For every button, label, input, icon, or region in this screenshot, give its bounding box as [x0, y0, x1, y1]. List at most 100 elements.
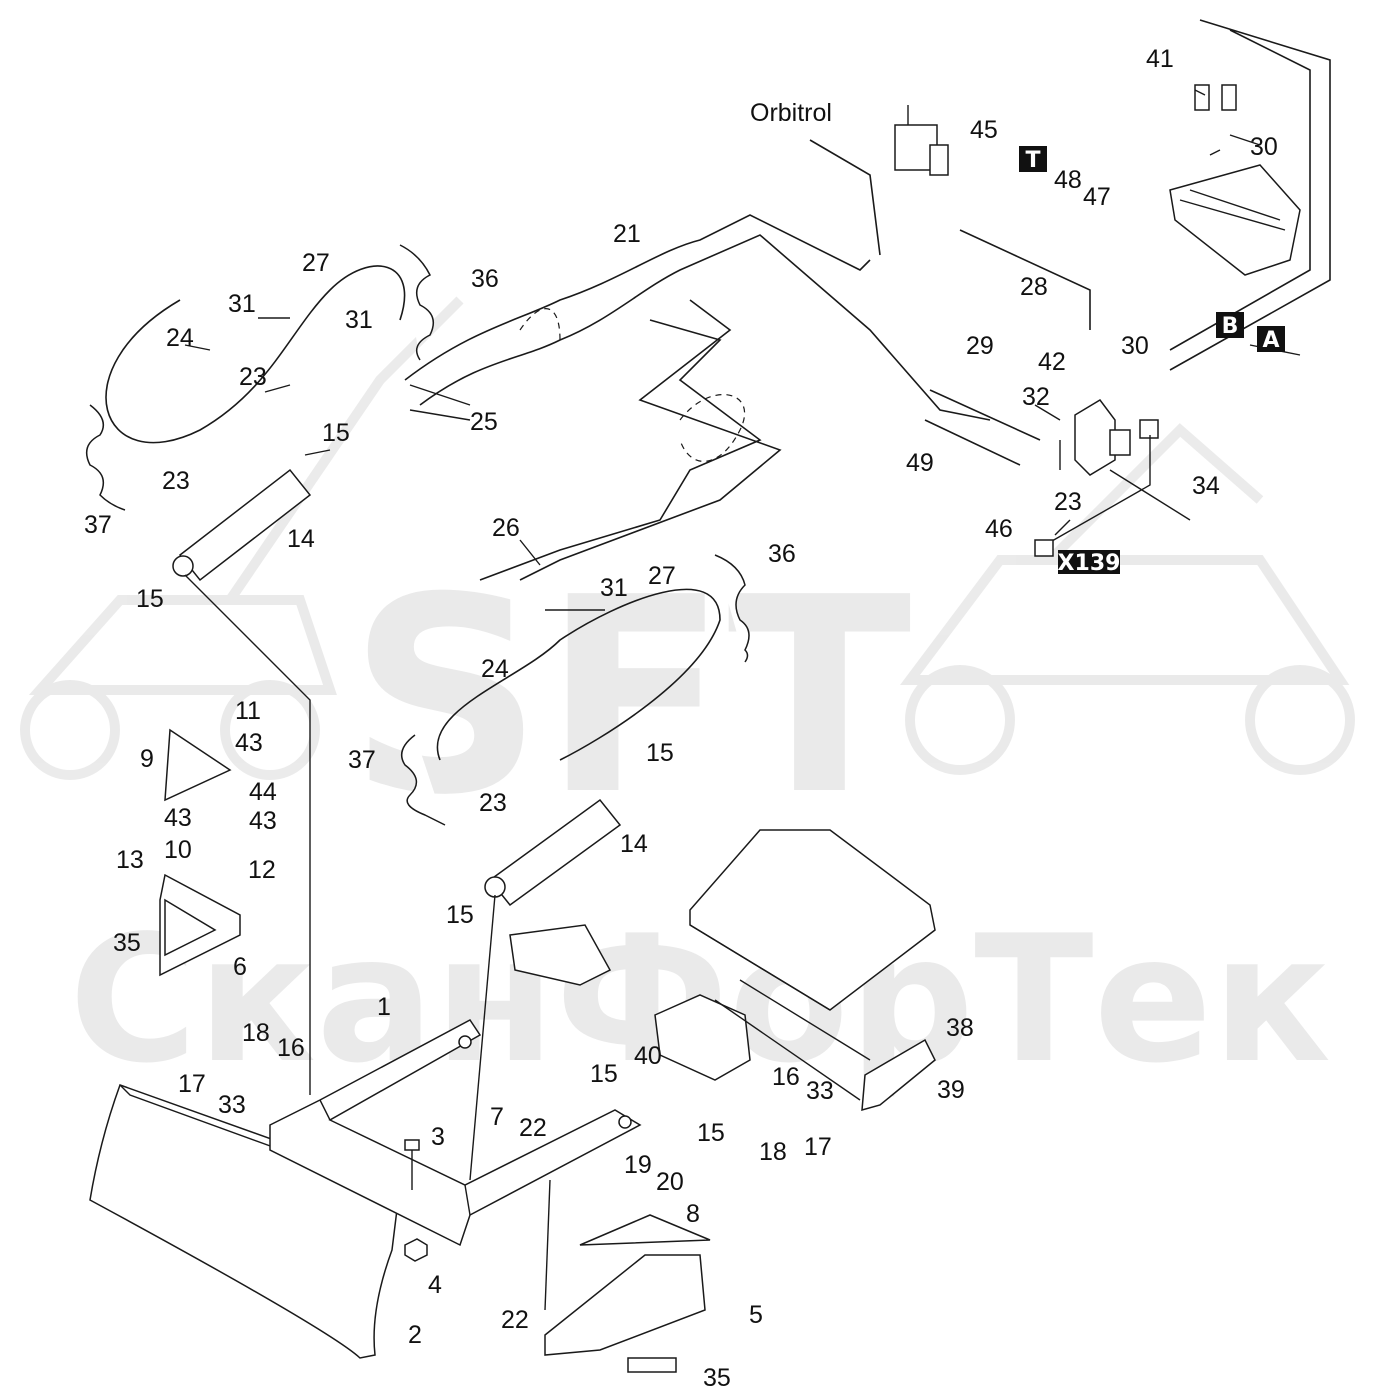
tag-x139-box	[1058, 550, 1120, 574]
label-15-c: 15	[646, 739, 674, 767]
label-47: 47	[1083, 183, 1111, 211]
label-38: 38	[946, 1014, 974, 1042]
watermark-tractor-right	[900, 423, 1355, 775]
label-35-a: 35	[113, 929, 141, 957]
plate-9	[164, 728, 232, 802]
orbitrol-label: Orbitrol	[750, 99, 832, 127]
label-32: 32	[1022, 383, 1050, 411]
label-6: 6	[233, 953, 247, 981]
label-17-a: 17	[178, 1070, 206, 1098]
label-8: 8	[686, 1200, 700, 1228]
label-43-a: 43	[235, 729, 263, 757]
label-39: 39	[937, 1076, 965, 1104]
pedal-38	[861, 1038, 936, 1112]
spiral-37-lower	[400, 734, 446, 826]
label-25: 25	[470, 408, 498, 436]
label-48: 48	[1054, 166, 1082, 194]
frame-and-parts	[89, 728, 936, 1373]
label-31-c: 31	[600, 574, 628, 602]
tag-t-box	[1019, 146, 1047, 172]
label-37-b: 37	[348, 746, 376, 774]
nut-4	[404, 1238, 428, 1262]
tag-t: T	[1025, 148, 1040, 173]
label-15-b: 15	[136, 585, 164, 613]
label-19: 19	[624, 1151, 652, 1179]
spiral-36-upper	[399, 244, 435, 361]
orbitrol-valve	[894, 105, 949, 176]
label-24-a: 24	[166, 324, 194, 352]
label-36-b: 36	[768, 540, 796, 568]
label-14-lower: 14	[620, 830, 648, 858]
support-40	[654, 994, 751, 1081]
tag-a-box	[1257, 326, 1285, 352]
label-15-f: 15	[697, 1119, 725, 1147]
label-18-a: 18	[242, 1019, 270, 1047]
label-27-a: 27	[302, 249, 330, 277]
label-15-e: 15	[590, 1060, 618, 1088]
tag-x139: X139	[1058, 551, 1121, 576]
label-30-b: 30	[1121, 332, 1149, 360]
label-23-b: 23	[162, 467, 190, 495]
spiral-37-upper	[85, 404, 126, 511]
label-22-a: 22	[519, 1114, 547, 1142]
label-42: 42	[1038, 348, 1066, 376]
label-40: 40	[634, 1042, 662, 1070]
control-valve-bank	[1169, 84, 1301, 276]
label-9: 9	[140, 745, 154, 773]
label-49: 49	[906, 449, 934, 477]
blade	[89, 1084, 401, 1359]
label-3: 3	[431, 1123, 445, 1151]
label-26: 26	[492, 514, 520, 542]
label-30-a: 30	[1250, 133, 1278, 161]
cylinders	[172, 468, 622, 907]
label-5: 5	[749, 1301, 763, 1329]
label-21: 21	[613, 220, 641, 248]
spiral-guards	[85, 244, 750, 826]
label-36-a: 36	[471, 265, 499, 293]
label-20: 20	[656, 1168, 684, 1196]
label-23-d: 23	[1054, 488, 1082, 516]
part-labels: Orbitrol 1 2 3 4 5 6 7 8 9 10 11 12 13 1…	[84, 45, 1278, 1392]
priority-valve	[1034, 399, 1191, 557]
label-41: 41	[1146, 45, 1174, 73]
label-34: 34	[1192, 472, 1220, 500]
mount-bracket	[509, 924, 612, 986]
label-4: 4	[428, 1271, 442, 1299]
label-31-b: 31	[345, 306, 373, 334]
label-2: 2	[408, 1321, 422, 1349]
label-15-a: 15	[322, 419, 350, 447]
label-22-b: 22	[501, 1306, 529, 1334]
step-5	[544, 1254, 706, 1356]
label-27-b: 27	[648, 562, 676, 590]
label-24-b: 24	[481, 655, 509, 683]
label-37-a: 37	[84, 511, 112, 539]
label-12: 12	[248, 856, 276, 884]
label-35-b: 35	[703, 1364, 731, 1392]
label-11: 11	[235, 697, 261, 725]
cylinder-14-lower	[488, 798, 622, 907]
label-14-upper: 14	[287, 525, 315, 553]
label-33-a: 33	[218, 1091, 246, 1119]
label-45: 45	[970, 116, 998, 144]
plate-8	[579, 1214, 711, 1246]
label-16-b: 16	[772, 1063, 800, 1091]
tag-b: B	[1222, 314, 1239, 339]
push-frame	[269, 1019, 642, 1247]
label-16-a: 16	[277, 1034, 305, 1062]
label-23-c: 23	[479, 789, 507, 817]
label-33-b: 33	[806, 1077, 834, 1105]
label-31-a: 31	[228, 290, 256, 318]
connection-tags: T B A X139	[1019, 146, 1285, 576]
label-17-b: 17	[804, 1133, 832, 1161]
label-43-c: 43	[249, 807, 277, 835]
label-29: 29	[966, 332, 994, 360]
spiral-36-lower	[714, 554, 750, 663]
cylinder-14-upper	[178, 468, 312, 582]
label-43-b: 43	[164, 804, 192, 832]
hoses	[105, 19, 1331, 761]
label-13: 13	[116, 846, 144, 874]
tag-b-box	[1216, 312, 1244, 338]
label-10: 10	[164, 836, 192, 864]
